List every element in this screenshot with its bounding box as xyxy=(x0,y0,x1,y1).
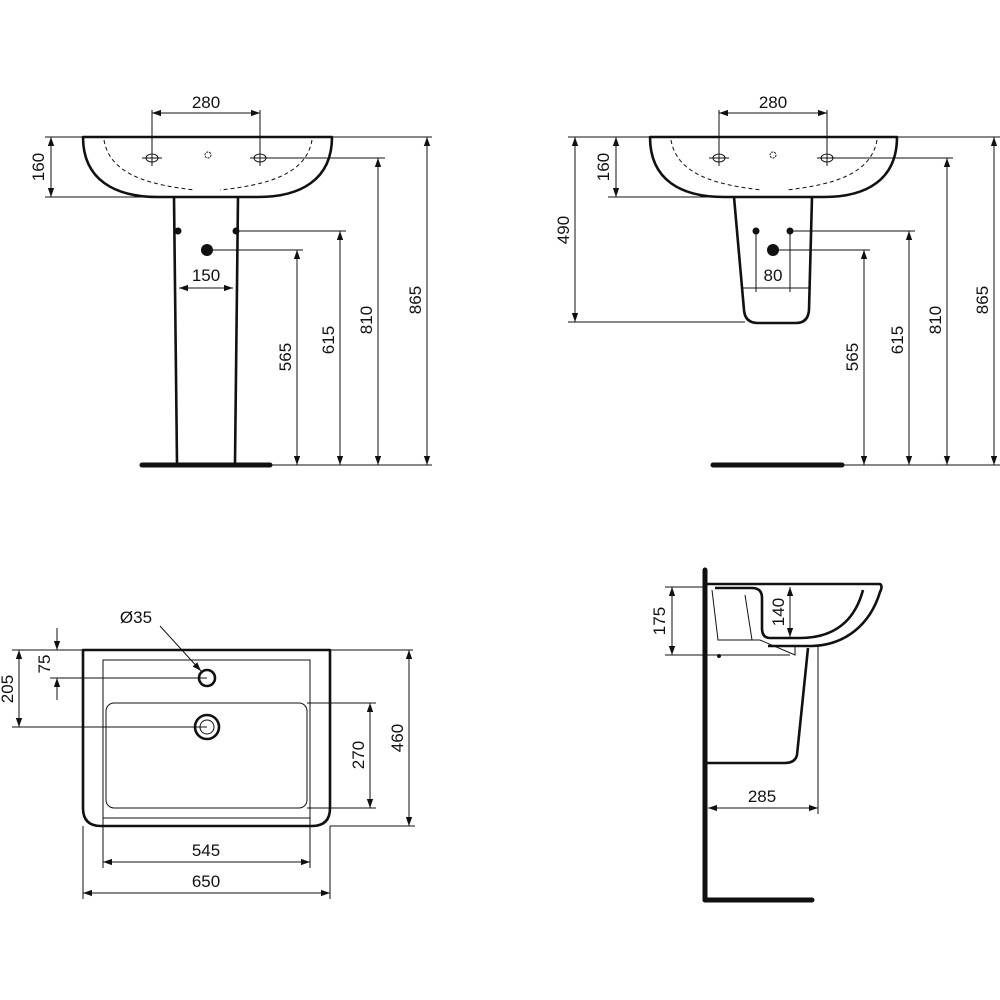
dimension-205: 205 xyxy=(0,650,207,728)
svg-text:270: 270 xyxy=(349,741,368,769)
pedestal-left-edge xyxy=(172,196,179,464)
svg-text:565: 565 xyxy=(843,343,862,371)
dimension-545: 545 xyxy=(102,818,311,868)
basin-inner-section xyxy=(715,586,865,640)
dimension-460: 460 xyxy=(330,650,415,827)
basin-bowl-hidden-line xyxy=(670,139,878,191)
bowl-outline xyxy=(105,702,308,809)
svg-text:615: 615 xyxy=(888,326,907,354)
plan-view: Ø35 75 205 270 460 545 xyxy=(0,608,415,899)
basin-bowl-hidden-line xyxy=(103,139,313,191)
svg-text:160: 160 xyxy=(29,153,48,181)
dimension-810: 810 xyxy=(829,157,953,465)
dimension-270: 270 xyxy=(307,702,376,809)
front-view-semi-pedestal: 280 160 490 80 565 615 810 xyxy=(554,93,1000,468)
dimension-280: 280 xyxy=(151,93,261,166)
svg-text:160: 160 xyxy=(594,153,613,181)
dimension-150: 150 xyxy=(179,266,233,292)
svg-text:565: 565 xyxy=(276,343,295,371)
dimension-810: 810 xyxy=(262,157,385,465)
dimension-615: 615 xyxy=(236,230,346,465)
svg-text:Ø35: Ø35 xyxy=(120,608,152,627)
svg-text:80: 80 xyxy=(764,266,783,285)
svg-text:175: 175 xyxy=(650,607,669,635)
svg-text:140: 140 xyxy=(769,598,788,626)
fixing-point-icon xyxy=(174,227,182,235)
dimension-diameter-35: Ø35 xyxy=(120,608,202,672)
basin-outline xyxy=(81,135,334,199)
dimension-140: 140 xyxy=(769,587,794,637)
dimension-490: 490 xyxy=(554,137,745,323)
svg-text:205: 205 xyxy=(0,675,17,703)
svg-text:650: 650 xyxy=(192,872,220,891)
svg-text:810: 810 xyxy=(926,306,945,334)
svg-text:545: 545 xyxy=(192,841,220,860)
svg-text:865: 865 xyxy=(973,286,992,314)
overflow-hole-icon xyxy=(769,151,777,159)
dimension-175: 175 xyxy=(650,586,790,656)
basin-section xyxy=(707,582,883,648)
basin-outline xyxy=(648,135,899,199)
dimension-650: 650 xyxy=(82,826,331,899)
dimension-865: 865 xyxy=(973,137,998,465)
side-view: 175 140 285 xyxy=(650,567,883,903)
dimension-280: 280 xyxy=(718,93,828,166)
waste-trap-section xyxy=(711,589,796,656)
svg-text:280: 280 xyxy=(759,93,787,112)
svg-text:285: 285 xyxy=(748,787,776,806)
dimension-80: 80 xyxy=(755,231,791,292)
svg-text:150: 150 xyxy=(192,266,220,285)
semi-pedestal-section xyxy=(707,647,810,765)
semi-pedestal-outline xyxy=(732,196,814,325)
dimension-615: 615 xyxy=(790,230,915,465)
dimension-565: 565 xyxy=(207,249,303,465)
dimension-565: 565 xyxy=(773,249,870,465)
dimension-75: 75 xyxy=(12,628,413,700)
svg-text:810: 810 xyxy=(357,306,376,334)
svg-text:280: 280 xyxy=(192,93,220,112)
dimension-285: 285 xyxy=(708,645,819,814)
overflow-hole-icon xyxy=(204,151,212,159)
svg-text:490: 490 xyxy=(554,216,573,244)
dimension-160: 160 xyxy=(29,136,432,198)
svg-text:460: 460 xyxy=(388,724,407,752)
svg-text:75: 75 xyxy=(35,655,54,674)
svg-text:615: 615 xyxy=(319,326,338,354)
svg-text:865: 865 xyxy=(406,286,425,314)
dimension-160: 160 xyxy=(568,136,1000,198)
front-view-pedestal: 280 160 150 565 615 810 865 xyxy=(29,93,432,468)
pedestal-right-edge xyxy=(233,196,240,464)
dimension-865: 865 xyxy=(406,137,431,465)
basin-outline-plan xyxy=(81,648,332,828)
